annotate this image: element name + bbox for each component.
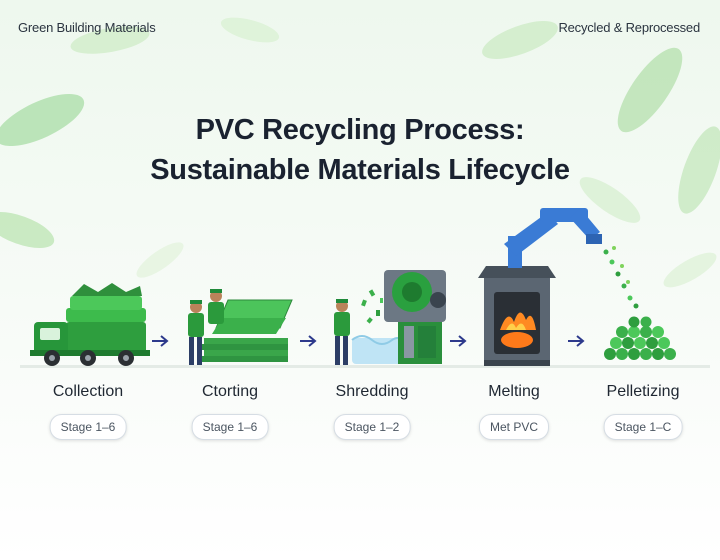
header-left-label: Green Building Materials (18, 20, 156, 35)
title-line-2: Sustainable Materials Lifecycle (150, 154, 570, 186)
header-right-label: Recycled & Reprocessed (558, 20, 700, 35)
leaf-shape (579, 177, 641, 223)
sorting-workers-icon (188, 289, 293, 365)
leaf-shape (617, 47, 683, 133)
stage-label-collection: Collection (52, 383, 124, 400)
stage-label-sorting: Ctorting (201, 383, 259, 400)
stage-badge-shredding: Stage 1–2 (333, 414, 411, 440)
stage-label-melting: Melting (488, 383, 540, 400)
leaf-shape (678, 126, 720, 214)
leaf-shape (136, 242, 184, 278)
stage-badge-collection: Stage 1–6 (49, 414, 127, 440)
arrow-icon (300, 335, 317, 347)
leaf-shape (482, 21, 558, 59)
pellets-pile-icon (603, 246, 676, 360)
stage-label-shredding: Shredding (335, 383, 409, 400)
arrow-icon (152, 335, 169, 347)
arrow-icon (568, 335, 585, 347)
arrow-icon (450, 335, 467, 347)
melting-furnace-icon (478, 208, 602, 366)
stage-label-pelletizing: Pelletizing (606, 383, 680, 400)
ground-line (20, 365, 710, 368)
leaf-shape (70, 26, 150, 54)
page-title: PVC Recycling Process: Sustainable Mater… (0, 110, 720, 190)
stage-badge-sorting: Stage 1–6 (191, 414, 269, 440)
leaf-shape (0, 93, 85, 147)
leaf-shape (663, 252, 717, 288)
stage-badge-melting: Met PVC (478, 414, 550, 440)
shredder-machine-icon (334, 270, 446, 365)
leaf-shape (220, 17, 280, 43)
title-line-1: PVC Recycling Process: (195, 114, 525, 146)
stage-badge-pelletizing: Stage 1–C (603, 414, 683, 440)
leaf-shape (0, 211, 55, 249)
collection-truck-icon (30, 283, 150, 366)
